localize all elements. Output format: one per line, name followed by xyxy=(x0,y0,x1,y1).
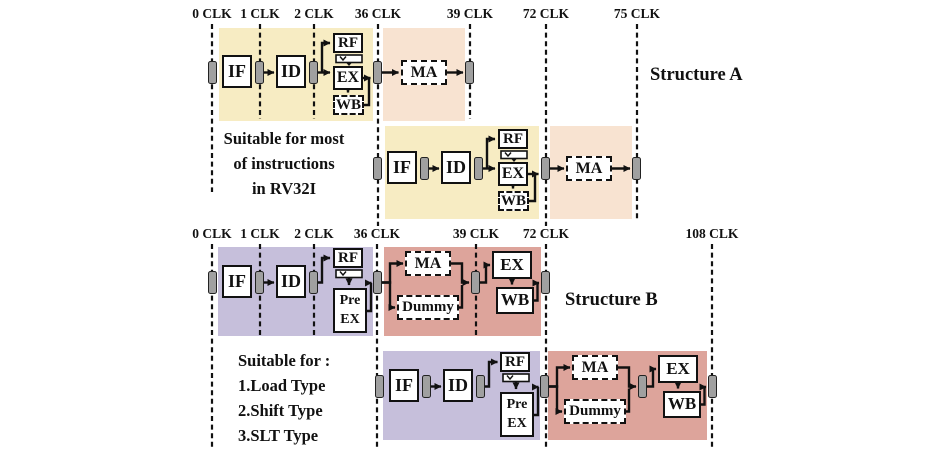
stage-box-wb-b1: WB xyxy=(496,287,534,314)
stage-box-id-a1: ID xyxy=(276,55,306,88)
note-line: Suitable for most xyxy=(223,129,345,148)
pipeline-register xyxy=(373,271,382,294)
pipeline-register xyxy=(373,157,382,180)
pipeline-register xyxy=(474,157,483,180)
stage-box-wb-a1: WB xyxy=(333,95,364,115)
pipeline-register xyxy=(208,61,217,84)
pipeline-register xyxy=(540,375,549,398)
stage-box-ma-b1: MA xyxy=(405,251,451,276)
stage-box-dummy-b2: Dummy xyxy=(564,399,626,424)
stage-box-id-b1: ID xyxy=(276,265,306,298)
pipeline-register xyxy=(255,61,264,84)
stage-box-rf-a1: RF xyxy=(333,33,363,53)
stage-box-wb-a2: WB xyxy=(498,191,529,211)
stage-box-ex-a2: EX xyxy=(498,162,528,186)
clock-label-a-75: 75 CLK xyxy=(613,6,661,21)
pipeline-register xyxy=(422,375,431,398)
note-structure-a: Suitable for most of instructions in RV3… xyxy=(203,126,365,201)
stage-box-preex-b2: Pre EX xyxy=(500,392,534,437)
pipeline-register xyxy=(373,61,382,84)
clock-label-b-108: 108 CLK xyxy=(685,226,739,241)
connectors-b1 xyxy=(264,254,540,313)
connectors-a1 xyxy=(264,39,464,107)
stage-box-preex-b1: Pre EX xyxy=(333,288,367,333)
stage-box-if-b1: IF xyxy=(222,265,252,298)
pipeline-register xyxy=(708,375,717,398)
pipeline-register xyxy=(309,271,318,294)
stage-box-if-a1: IF xyxy=(222,55,252,88)
clock-label-b-2: 2 CLK xyxy=(294,226,334,241)
pipeline-register xyxy=(208,271,217,294)
pipeline-register xyxy=(638,375,647,398)
clock-label-a-1: 1 CLK xyxy=(240,6,280,21)
latch-a2 xyxy=(500,150,528,160)
stage-box-wb-b2: WB xyxy=(663,391,701,418)
pipeline-register xyxy=(471,271,480,294)
clock-label-b-72: 72 CLK xyxy=(522,226,570,241)
note-line: in RV32I xyxy=(251,179,317,198)
pipeline-register xyxy=(255,271,264,294)
pipeline-register xyxy=(420,157,429,180)
note-line: 2.Shift Type xyxy=(238,401,323,420)
latch-b2 xyxy=(502,373,530,383)
pipeline-register xyxy=(541,271,550,294)
pipeline-register xyxy=(375,375,384,398)
structure-b-label: Structure B xyxy=(565,290,658,310)
stage-box-dummy-b1: Dummy xyxy=(397,295,459,320)
note-line: 1.Load Type xyxy=(238,376,326,395)
clock-label-b-39: 39 CLK xyxy=(452,226,500,241)
clock-label-b-1: 1 CLK xyxy=(240,226,280,241)
stage-box-ma-a2: MA xyxy=(566,156,612,181)
note-line: 3.SLT Type xyxy=(238,426,319,445)
stage-box-rf-b2: RF xyxy=(500,352,530,372)
note-structure-b: Suitable for : 1.Load Type 2.Shift Type … xyxy=(238,348,398,448)
pipeline-register xyxy=(309,61,318,84)
pipeline-register xyxy=(632,157,641,180)
clock-label-a-39: 39 CLK xyxy=(446,6,494,21)
note-line: of instructions xyxy=(233,154,335,173)
stage-box-if-b2: IF xyxy=(389,369,419,402)
stage-box-if-a2: IF xyxy=(387,151,417,184)
stage-box-ma-b2: MA xyxy=(572,355,618,380)
stage-box-id-b2: ID xyxy=(443,369,473,402)
clock-label-a-36: 36 CLK xyxy=(354,6,402,21)
pipeline-register xyxy=(465,61,474,84)
clock-label-a-72: 72 CLK xyxy=(522,6,570,21)
stage-box-ex-b1: EX xyxy=(492,251,532,279)
pipeline-register xyxy=(476,375,485,398)
stage-box-id-a2: ID xyxy=(441,151,471,184)
latch-b1 xyxy=(335,269,363,279)
clock-label-b-36: 36 CLK xyxy=(353,226,401,241)
clock-label-b-0: 0 CLK xyxy=(192,226,232,241)
stage-box-rf-a2: RF xyxy=(498,129,528,149)
stage-box-rf-b1: RF xyxy=(333,248,363,268)
connectors-a2 xyxy=(429,135,631,203)
latch-a1 xyxy=(335,54,363,64)
clock-label-a-0: 0 CLK xyxy=(192,6,232,21)
connectors-b2 xyxy=(431,358,707,417)
stage-box-ex-b2: EX xyxy=(658,355,698,383)
clock-label-a-2: 2 CLK xyxy=(294,6,334,21)
structure-a-label: Structure A xyxy=(650,65,743,85)
stage-box-ma-a1: MA xyxy=(401,60,447,85)
stage-box-ex-a1: EX xyxy=(333,66,363,90)
pipeline-register xyxy=(541,157,550,180)
note-line: Suitable for : xyxy=(238,351,331,370)
